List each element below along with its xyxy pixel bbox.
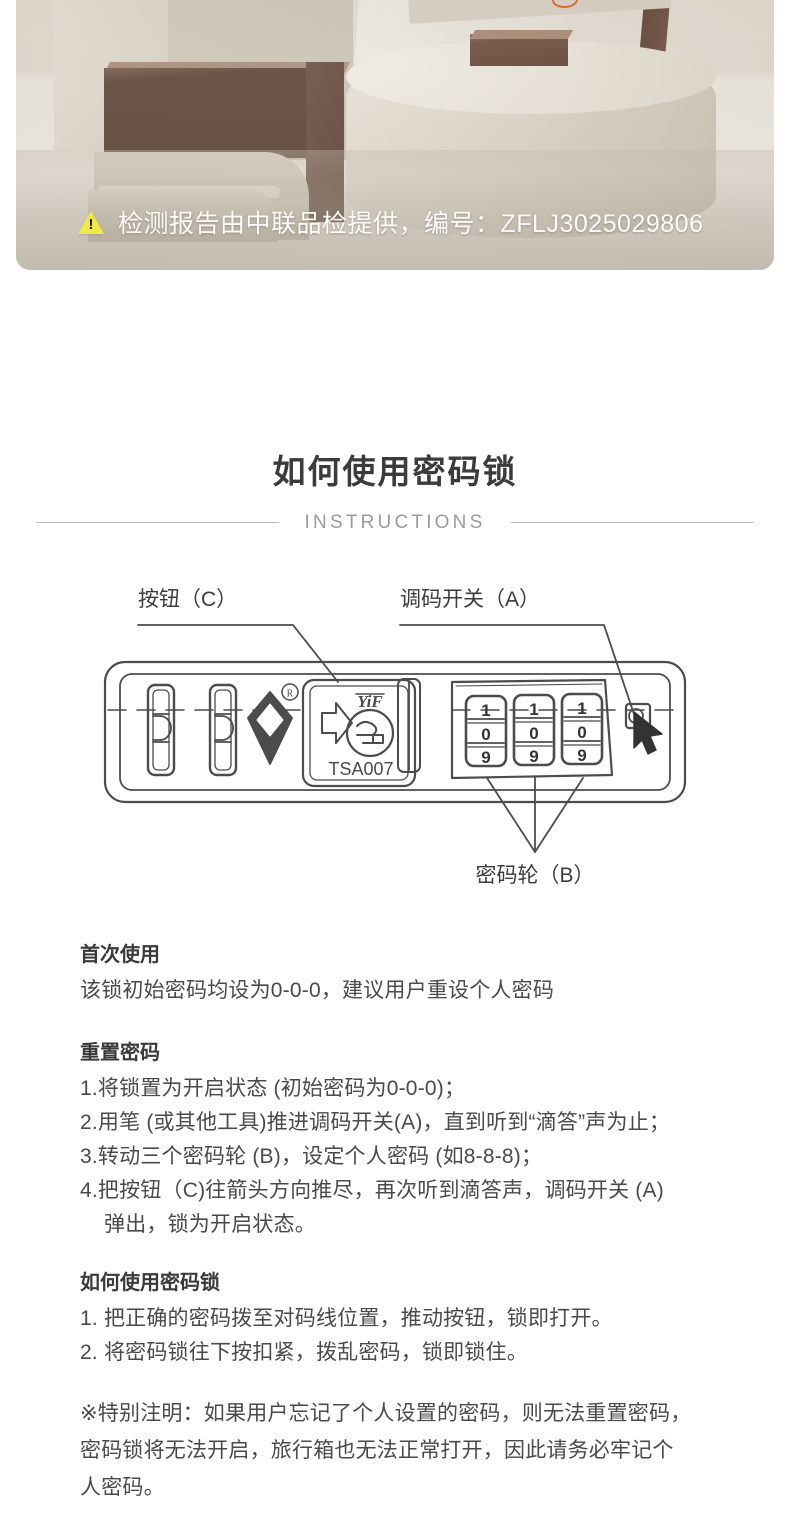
callout-leader-switch-a [399, 624, 638, 724]
svg-text:9: 9 [529, 747, 538, 766]
section-line: 3.转动三个密码轮 (B)，设定个人密码 (如8-8-8)； [80, 1145, 543, 1169]
svg-text:1: 1 [529, 700, 538, 719]
brand-diamond-logo: R [247, 683, 299, 765]
divider-line-right [511, 522, 754, 524]
warning-triangle-icon [78, 210, 104, 234]
callout-label-switch-a: 调码开关（A） [400, 588, 540, 611]
dial-wheel-3: 1 0 9 [560, 692, 604, 766]
note-line: 人密码。 [80, 1475, 165, 1499]
svg-text:0: 0 [481, 725, 490, 744]
spacer [80, 1370, 740, 1396]
lock-brand-wordmark: YiF [357, 692, 383, 711]
spacer [80, 1008, 740, 1038]
section-line: 弹出，锁为开启状态。 [104, 1213, 316, 1237]
page-title: 如何使用密码锁 [272, 453, 518, 490]
svg-text:1: 1 [481, 701, 490, 720]
brown-block-on-podium [470, 34, 568, 66]
heading-subtitle: INSTRUCTIONS [304, 511, 486, 533]
report-notice-text: 检测报告由中联品检提供，编号：ZFLJ3025029806 [118, 210, 704, 238]
spacer [80, 1242, 740, 1268]
section-line: 4.把按钮（C)往箭头方向推尽，再次听到滴答声，调码开关 (A) [80, 1179, 664, 1203]
svg-text:0: 0 [529, 724, 538, 743]
instruction-content: 首次使用 该锁初始密码均设为0-0-0，建议用户重设个人密码 重置密码 1.将锁… [80, 940, 740, 1506]
latch-slot-1 [146, 683, 176, 777]
lock-diagram: R YiF [0, 570, 790, 900]
note-line: 密码锁将无法开启，旅行箱也无法正常打开，因此请务必牢记个 [80, 1438, 674, 1462]
special-note: ※特别注明：如果用户忘记了个人设置的密码，则无法重置密码， 密码锁将无法开启，旅… [80, 1396, 740, 1506]
dial-wheel-1: 1 0 9 [464, 694, 508, 768]
lock-body [103, 660, 687, 804]
tsa-plate: YiF TSA007 [301, 678, 421, 788]
section-title: 首次使用 [80, 944, 160, 966]
section-how-to-use: 如何使用密码锁 1. 把正确的密码拨至对码线位置，推动按钮，锁即打开。 2. 将… [80, 1268, 740, 1370]
divider-line-left [36, 522, 279, 524]
dial-housing [450, 678, 614, 780]
pointer-cursor-icon [633, 711, 663, 755]
svg-text:R: R [287, 689, 294, 700]
callout-leader-dials-b [486, 777, 584, 853]
section-line: 1. 把正确的密码拨至对码线位置，推动按钮，锁即打开。 [80, 1307, 613, 1331]
callout-label-button-c: 按钮（C） [138, 588, 237, 611]
report-notice-bar: 检测报告由中联品检提供，编号：ZFLJ3025029806 [16, 174, 774, 270]
svg-text:9: 9 [481, 748, 490, 767]
tsa-code-label: TSA007 [328, 759, 393, 779]
section-line: 1.将锁置为开启状态 (初始密码为0-0-0)； [80, 1077, 466, 1101]
instructions-heading: 如何使用密码锁 INSTRUCTIONS [0, 452, 790, 534]
section-line: 2.用笔 (或其他工具)推进调码开关(A)，直到听到“滴答”声为止； [80, 1111, 671, 1135]
section-reset-password: 重置密码 1.将锁置为开启状态 (初始密码为0-0-0)； 2.用笔 (或其他工… [80, 1038, 740, 1242]
heading-divider: INSTRUCTIONS [0, 512, 790, 534]
latch-slot-2 [208, 683, 238, 777]
svg-text:1: 1 [577, 699, 586, 718]
svg-text:0: 0 [577, 723, 586, 742]
section-line: 2. 将密码锁往下按扣紧，拨乱密码，锁即锁住。 [80, 1341, 528, 1365]
brown-slab [104, 68, 344, 158]
note-line: ※特别注明：如果用户忘记了个人设置的密码，则无法重置密码， [80, 1402, 692, 1426]
product-photo-card: 检测报告由中联品检提供，编号：ZFLJ3025029806 [16, 0, 774, 270]
section-title: 如何使用密码锁 [80, 1272, 220, 1295]
section-title: 重置密码 [80, 1042, 160, 1065]
svg-text:9: 9 [577, 746, 586, 765]
lock-diagram-svg: R YiF [103, 588, 687, 887]
section-first-use: 首次使用 该锁初始密码均设为0-0-0，建议用户重设个人密码 [80, 940, 740, 1008]
section-line: 该锁初始密码均设为0-0-0，建议用户重设个人密码 [80, 979, 555, 1002]
callout-label-dials-b: 密码轮（B） [475, 864, 594, 887]
dial-wheel-2: 1 0 9 [512, 693, 556, 767]
